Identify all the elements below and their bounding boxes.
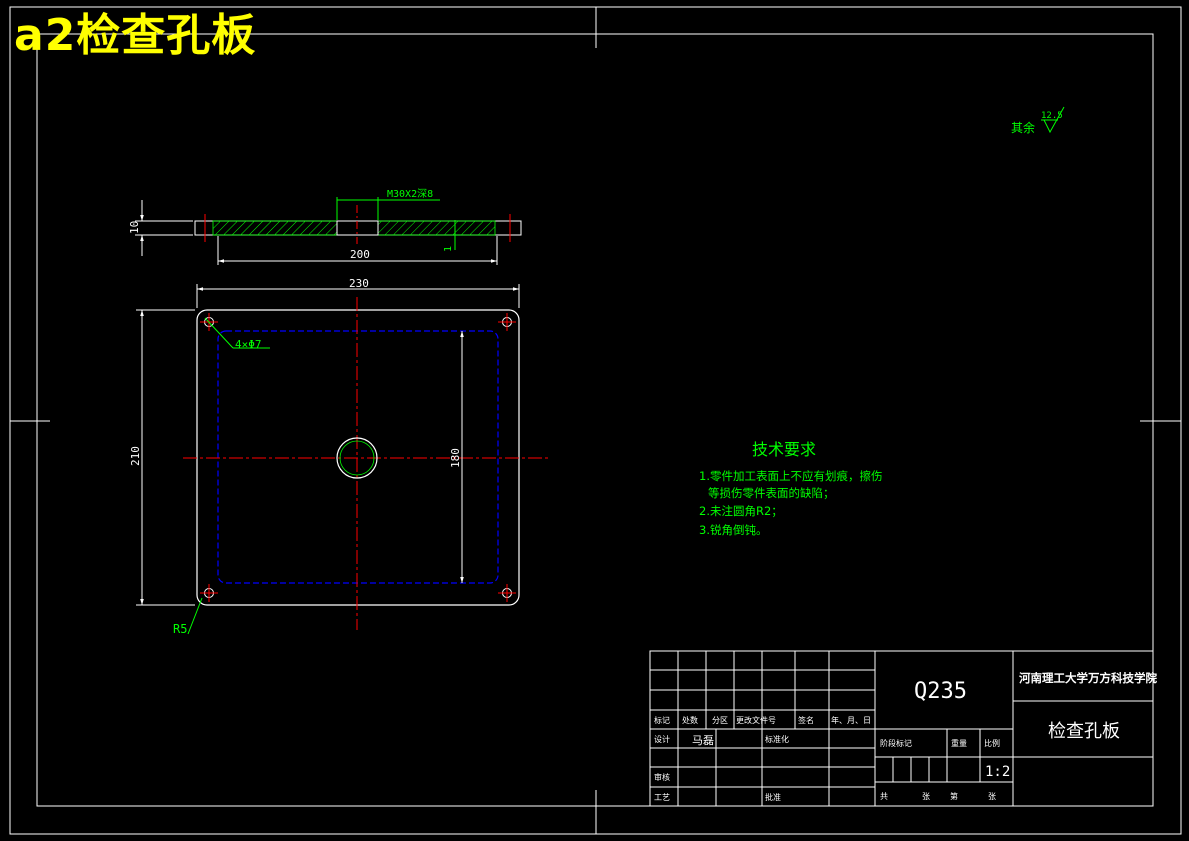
- holes-label: 4×Φ7: [235, 338, 262, 351]
- school-label: 河南理工大学万方科技学院: [1019, 671, 1157, 685]
- tech-requirement-1b: 等损伤零件表面的缺陷；: [708, 486, 835, 500]
- designer-name: 马磊: [692, 734, 714, 747]
- approve-label: 批准: [765, 792, 781, 802]
- roughness-symbol-icon: [1043, 106, 1065, 134]
- thickness-label: 10: [128, 221, 141, 234]
- tech-requirement-2: 2.未注圆角R2；: [699, 504, 783, 518]
- thread-label: M30X2深8: [387, 188, 433, 200]
- overlay-title: a2检查孔板: [14, 10, 257, 61]
- designer-label: 设计: [654, 734, 670, 744]
- stage-label: 阶段标记: [880, 738, 912, 748]
- row-label-date: 年、月、日: [831, 715, 871, 725]
- height-180-label: 180: [449, 448, 462, 468]
- height-210-dimension: [136, 309, 195, 606]
- scale-value: 1:2: [985, 764, 1010, 780]
- row-label-zone: 分区: [712, 716, 728, 725]
- material-label: Q235: [914, 679, 967, 704]
- sheet-label: 第: [950, 791, 958, 801]
- width-200-label: 200: [350, 248, 370, 261]
- section-view: 10 M30X2深8 1 200: [128, 188, 522, 265]
- surface-finish-label: 其余: [1011, 120, 1035, 135]
- title-block: [649, 650, 1154, 807]
- width-200-dimension: [217, 236, 498, 265]
- standardize-label: 标准化: [765, 734, 789, 744]
- plan-view: 230 210 180 4×Φ7 R5: [129, 277, 548, 636]
- surface-finish: 其余 12.5: [1011, 106, 1065, 135]
- row-label-count: 处数: [682, 715, 698, 725]
- row-label-signature: 签名: [798, 715, 814, 725]
- row-label-change-doc: 更改文件号: [736, 715, 776, 725]
- row-label-mark: 标记: [654, 715, 670, 725]
- sheet-num-label: 张: [988, 792, 996, 801]
- radius-label: R5: [173, 622, 187, 636]
- title-block-text: Q235 河南理工大学万方科技学院 检查孔板 1:2 标记 处数 分区 更改文件…: [654, 671, 1157, 802]
- process-label: 工艺: [654, 793, 670, 802]
- sheets-num-label: 张: [922, 792, 930, 801]
- tech-requirements: 技术要求 1.零件加工表面上不应有划痕，擦伤 等损伤零件表面的缺陷； 2.未注圆…: [699, 440, 882, 537]
- width-230-label: 230: [349, 277, 369, 290]
- weight-label: 重量: [951, 738, 967, 748]
- width-230-dimension: [196, 284, 520, 308]
- sheets-total-label: 共: [880, 792, 888, 801]
- height-210-label: 210: [129, 446, 142, 466]
- scale-label: 比例: [984, 738, 1000, 748]
- step-label: 1: [443, 246, 454, 252]
- thread-callout: [336, 197, 440, 220]
- part-name-label: 检查孔板: [1048, 721, 1120, 742]
- surface-finish-value: 12.5: [1041, 111, 1063, 121]
- sheet-frame: [9, 6, 1182, 835]
- tech-requirement-3: 3.锐角倒钝。: [699, 523, 767, 537]
- tech-requirements-title: 技术要求: [752, 440, 816, 459]
- review-label: 审核: [654, 772, 670, 782]
- thickness-dimension: [135, 200, 193, 256]
- tech-requirement-1: 1.零件加工表面上不应有划痕，擦伤: [699, 469, 882, 483]
